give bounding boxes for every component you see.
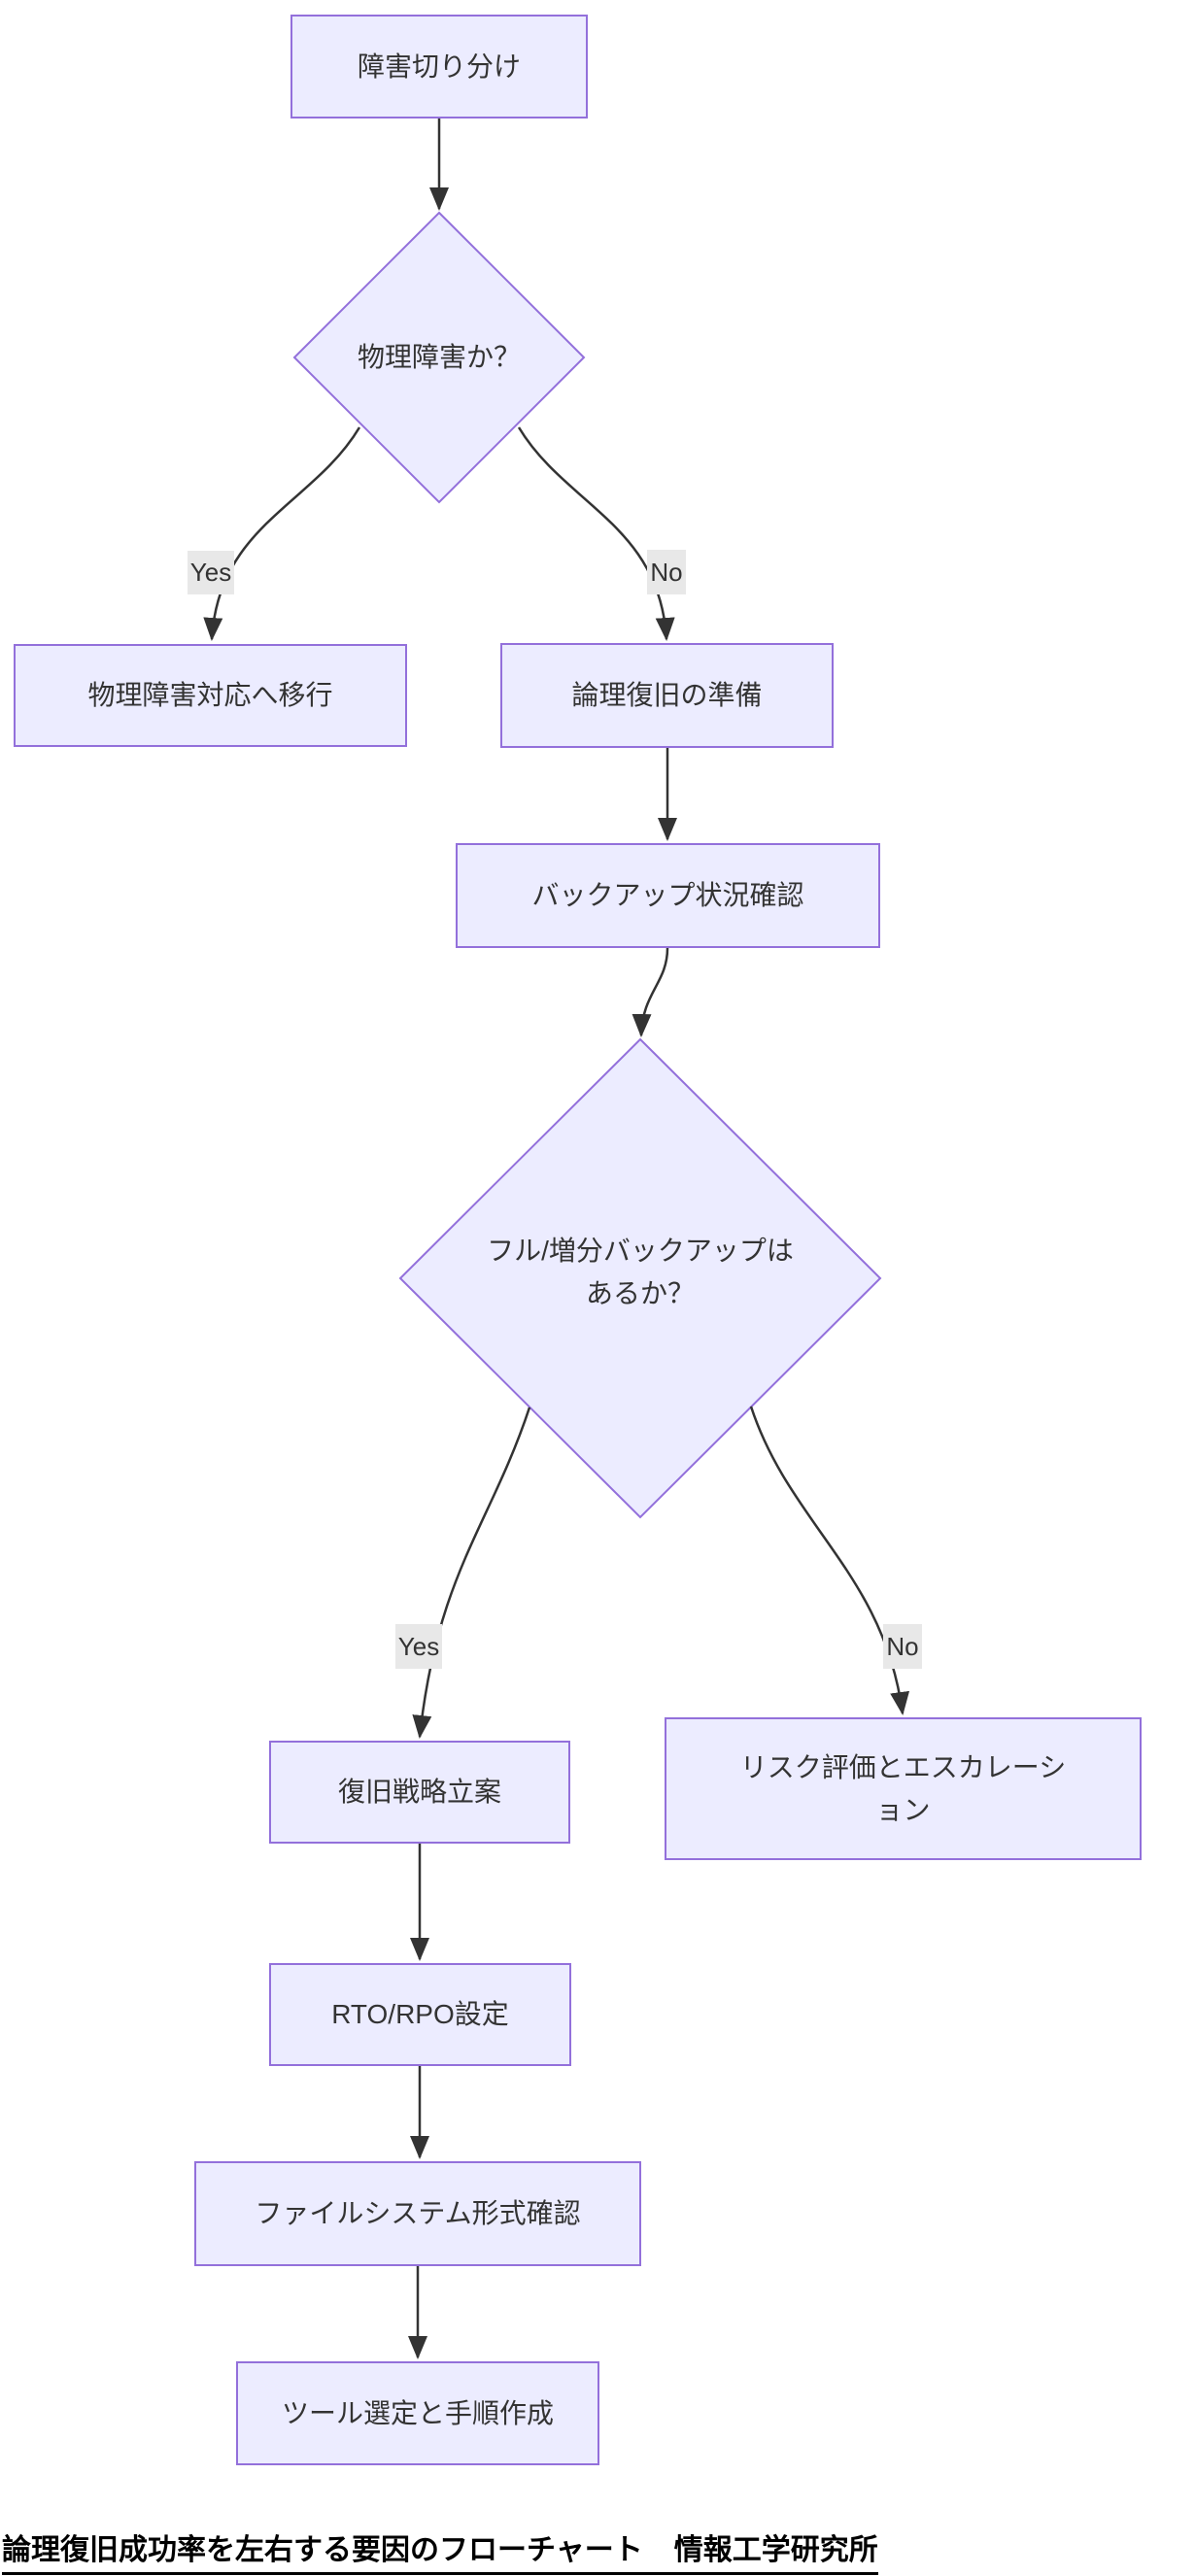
- edge-decision-physical-yes: [203, 426, 361, 641]
- diagram-caption-title: 論理復旧成功率を左右する要因のフローチャート: [2, 2534, 643, 2566]
- edge-label-no-1-text: No: [650, 557, 683, 587]
- node-strategy-label: 復旧戦略立案: [337, 1777, 501, 1807]
- node-fs-check-label: ファイルシステム形式確認: [255, 2198, 581, 2228]
- node-logical-prep-label: 論理復旧の準備: [571, 680, 763, 710]
- edge-decision-physical-no: [517, 426, 675, 641]
- node-risk-escalation-label-line2: ョン: [875, 1794, 931, 1825]
- edge-label-no-2: No: [883, 1624, 922, 1669]
- node-risk-escalation-label-line1: リスク評価とエスカレーシ: [739, 1751, 1067, 1782]
- diagram-caption: 論理復旧成功率を左右する要因のフローチャート情報工学研究所: [2, 2525, 878, 2575]
- node-fs-check: ファイルシステム形式確認: [194, 2161, 641, 2266]
- edge-decision-backup-yes: [412, 1407, 531, 1739]
- node-tool-select: ツール選定と手順作成: [236, 2361, 599, 2465]
- node-start: 障害切り分け: [290, 15, 588, 119]
- edge-label-no-1: No: [647, 550, 686, 594]
- node-physical-response-label: 物理障害対応へ移行: [87, 680, 333, 710]
- decision-diamond-physical: [292, 211, 586, 504]
- diagram-caption-source: 情報工学研究所: [673, 2534, 878, 2566]
- edge-label-yes-2-text: Yes: [397, 1631, 440, 1661]
- node-start-label: 障害切り分け: [357, 51, 521, 82]
- edge-label-yes-1: Yes: [188, 551, 234, 594]
- node-logical-prep: 論理復旧の準備: [500, 643, 834, 748]
- node-rto-rpo-label: RTO/RPO設定: [331, 1999, 509, 2029]
- edge-label-no-2-text: No: [886, 1631, 919, 1661]
- node-strategy: 復旧戦略立案: [269, 1741, 570, 1844]
- node-risk-escalation: リスク評価とエスカレーシ ョン: [665, 1717, 1142, 1860]
- node-rto-rpo: RTO/RPO設定: [269, 1963, 571, 2066]
- edge-decision-backup-no: [749, 1406, 910, 1715]
- edge-label-yes-1-text: Yes: [189, 558, 232, 587]
- decision-diamond-backup: [398, 1037, 882, 1519]
- edge-label-yes-2: Yes: [395, 1624, 442, 1669]
- node-backup-check: バックアップ状況確認: [456, 843, 880, 948]
- node-tool-select-label: ツール選定と手順作成: [281, 2397, 554, 2428]
- node-physical-response: 物理障害対応へ移行: [14, 644, 407, 747]
- edge-backup-check-to-decision-backup: [632, 947, 669, 1037]
- node-backup-check-label: バックアップ状況確認: [531, 880, 804, 910]
